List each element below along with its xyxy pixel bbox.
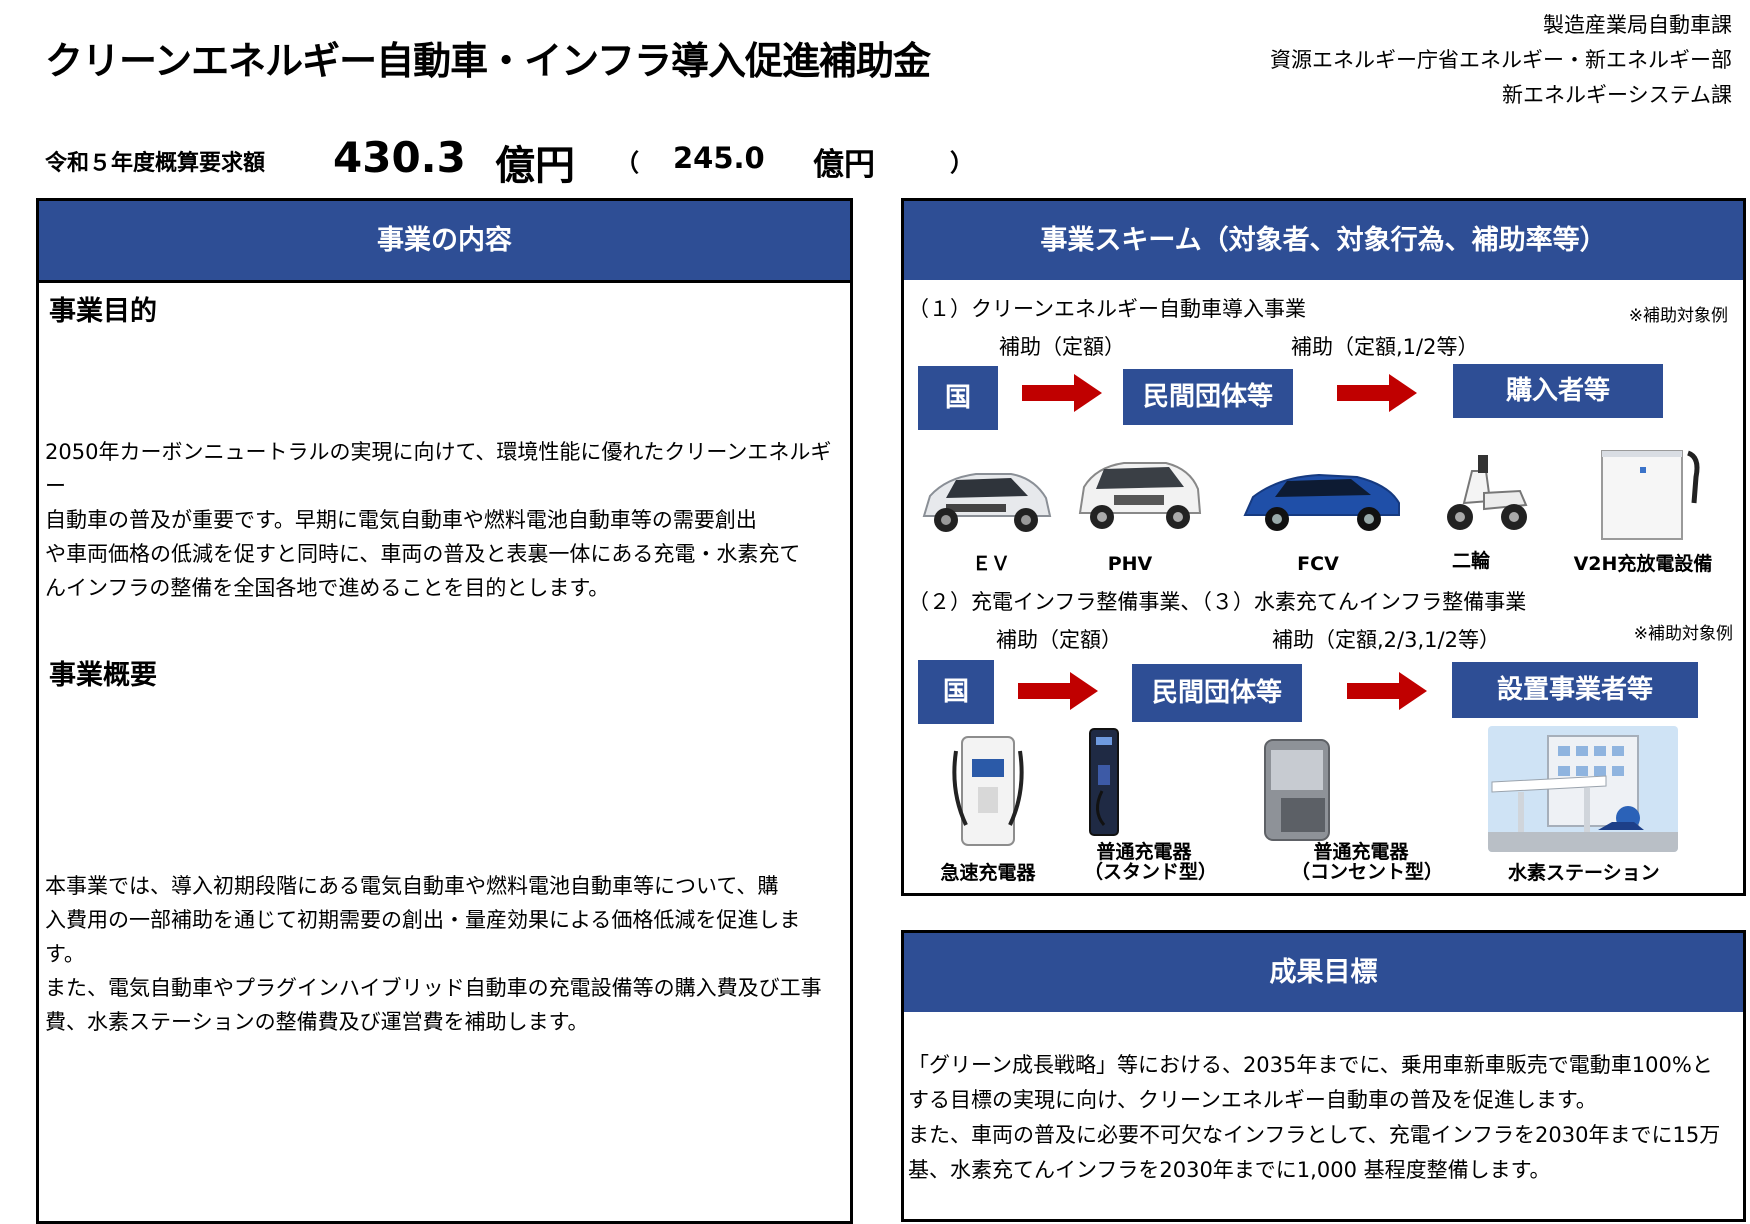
purpose-line: 自動車の普及が重要です。早期に電気自動車や燃料電池自動車等の需要創出 bbox=[45, 508, 757, 532]
outlet-charger-image bbox=[1264, 739, 1330, 841]
part1-title: （１）クリーンエネルギー自動車導入事業 bbox=[908, 297, 1306, 321]
org-line: 新エネルギーシステム課 bbox=[1502, 83, 1732, 107]
caption-stand-line: 普通充電器 bbox=[1096, 841, 1192, 863]
part2-note: ※補助対象例 bbox=[1633, 624, 1733, 644]
caption-outlet-line: 普通充電器 bbox=[1313, 841, 1409, 863]
stand-charger-image bbox=[1089, 728, 1119, 836]
overview-line: 費、水素ステーションの整備費及び運営費を補助します。 bbox=[45, 1010, 589, 1034]
goals-panel: 成果目標 「グリーン成長戦略」等における、2035年までに、乗用車新車販売で電動… bbox=[901, 930, 1746, 1222]
part1-flow-label-2: 補助（定額,1/2等） bbox=[1291, 335, 1479, 359]
overview-title: 事業概要 bbox=[49, 660, 157, 691]
caption-v2h: V2H充放電設備 bbox=[1573, 553, 1713, 575]
caption-stand-line: （スタンド型） bbox=[1084, 861, 1218, 883]
goals-header: 成果目標 bbox=[904, 933, 1743, 1012]
part1-arrow-2 bbox=[1337, 374, 1417, 412]
caption-outlet-line: （コンセント型） bbox=[1291, 861, 1444, 883]
budget-amount: 430.3 bbox=[333, 133, 466, 182]
caption-motorcycle: 二輪 bbox=[1451, 550, 1490, 572]
v2h-device-image bbox=[1601, 450, 1700, 540]
overview-line: 入費用の一部補助を通じて初期需要の創出・量産効果による価格低減を促進しま bbox=[45, 908, 801, 932]
fcv-car-image bbox=[1243, 473, 1400, 531]
org-line: 資源エネルギー庁省エネルギー・新エネルギー部 bbox=[1270, 48, 1732, 72]
purpose-text: 2050年カーボンニュートラルの実現に向けて、環境性能に優れたクリーンエネルギー… bbox=[45, 435, 850, 605]
part2-box-private-org: 民間団体等 bbox=[1132, 664, 1302, 722]
caption-phv: PHV bbox=[1107, 553, 1153, 575]
caption-hydrogen-station: 水素ステーション bbox=[1508, 862, 1660, 884]
part2-arrow-2 bbox=[1347, 672, 1427, 710]
budget-label: 令和５年度概算要求額 bbox=[45, 151, 266, 176]
previous-unit: 億円 bbox=[813, 147, 875, 183]
purpose-title: 事業目的 bbox=[49, 296, 157, 327]
overview-line: 本事業では、導入初期段階にある電気自動車や燃料電池自動車等について、購 bbox=[45, 874, 779, 898]
paren-open: （ bbox=[615, 149, 639, 177]
budget-unit: 億円 bbox=[495, 143, 575, 189]
part2-title: （２）充電インフラ整備事業、（３）水素充てんインフラ整備事業 bbox=[908, 590, 1527, 614]
caption-fast-charger: 急速充電器 bbox=[940, 862, 1036, 884]
part1-box-buyer: 購入者等 bbox=[1453, 364, 1663, 418]
organization-block: 製造産業局自動車課 資源エネルギー庁省エネルギー・新エネルギー部 新エネルギーシ… bbox=[1270, 8, 1732, 113]
part2-flow-label-1: 補助（定額） bbox=[996, 628, 1122, 652]
caption-fcv: FCV bbox=[1297, 553, 1339, 575]
caption-ev: ＥＶ bbox=[971, 553, 1010, 575]
overview-text: 本事業では、導入初期段階にある電気自動車や燃料電池自動車等について、購 入費用の… bbox=[45, 869, 822, 1039]
fast-charger-image bbox=[952, 736, 1024, 846]
paren-close: ） bbox=[950, 149, 974, 177]
hydrogen-station-image bbox=[1488, 726, 1678, 852]
part2-box-country: 国 bbox=[918, 660, 994, 724]
ev-car-image bbox=[922, 473, 1052, 532]
goals-line: また、車両の普及に必要不可欠なインフラとして、充電インフラを2030年までに15… bbox=[908, 1123, 1721, 1147]
page-title: クリーンエネルギー自動車・インフラ導入促進補助金 bbox=[45, 39, 931, 83]
part2-arrow-1 bbox=[1018, 672, 1098, 710]
overview-line: また、電気自動車やプラグインハイブリッド自動車の充電設備等の購入費及び工事 bbox=[45, 976, 822, 1000]
caption-stand-charger: 普通充電器 （スタンド型） bbox=[1084, 841, 1218, 883]
goals-text: 「グリーン成長戦略」等における、2035年までに、乗用車新車販売で電動車100%… bbox=[908, 1048, 1720, 1188]
purpose-line: 2050年カーボンニュートラルの実現に向けて、環境性能に優れたクリーンエネルギー bbox=[45, 440, 832, 498]
overview-line: す。 bbox=[45, 942, 85, 966]
phv-car-image bbox=[1078, 462, 1202, 529]
purpose-line: んインフラの整備を全国各地で進めることを目的とします。 bbox=[45, 576, 610, 600]
motorcycle-image bbox=[1447, 455, 1528, 530]
budget-row: 令和５年度概算要求額 430.3 億円 （ 245.0 億円 ） bbox=[45, 133, 995, 189]
scheme-header: 事業スキーム（対象者、対象行為、補助率等） bbox=[904, 201, 1743, 280]
part1-note: ※補助対象例 bbox=[1628, 306, 1728, 326]
caption-outlet-charger: 普通充電器 （コンセント型） bbox=[1291, 841, 1444, 883]
previous-amount: 245.0 bbox=[673, 141, 765, 175]
part1-arrow-1 bbox=[1022, 374, 1102, 412]
business-content-header: 事業の内容 bbox=[39, 201, 850, 283]
goals-line: する目標の実現に向け、クリーンエネルギー自動車の普及を促進します。 bbox=[908, 1088, 1597, 1112]
goals-line: 「グリーン成長戦略」等における、2035年までに、乗用車新車販売で電動車100%… bbox=[908, 1053, 1713, 1077]
business-content-panel: 事業の内容 事業目的 2050年カーボンニュートラルの実現に向けて、環境性能に優… bbox=[36, 198, 853, 1224]
part2-flow-label-2: 補助（定額,2/3,1/2等） bbox=[1272, 628, 1500, 652]
scheme-panel: 事業スキーム（対象者、対象行為、補助率等） （１）クリーンエネルギー自動車導入事… bbox=[901, 198, 1746, 896]
purpose-line: や車両価格の低減を促すと同時に、車両の普及と表裏一体にある充電・水素充て bbox=[45, 542, 801, 566]
part1-box-private-org: 民間団体等 bbox=[1123, 369, 1293, 425]
goals-line: 基、水素充てんインフラを2030年までに1,000 基程度整備します。 bbox=[908, 1158, 1551, 1182]
org-line: 製造産業局自動車課 bbox=[1543, 13, 1732, 37]
part2-box-installer: 設置事業者等 bbox=[1452, 662, 1698, 718]
part1-flow-label-1: 補助（定額） bbox=[999, 335, 1125, 359]
part1-box-country: 国 bbox=[918, 366, 998, 430]
